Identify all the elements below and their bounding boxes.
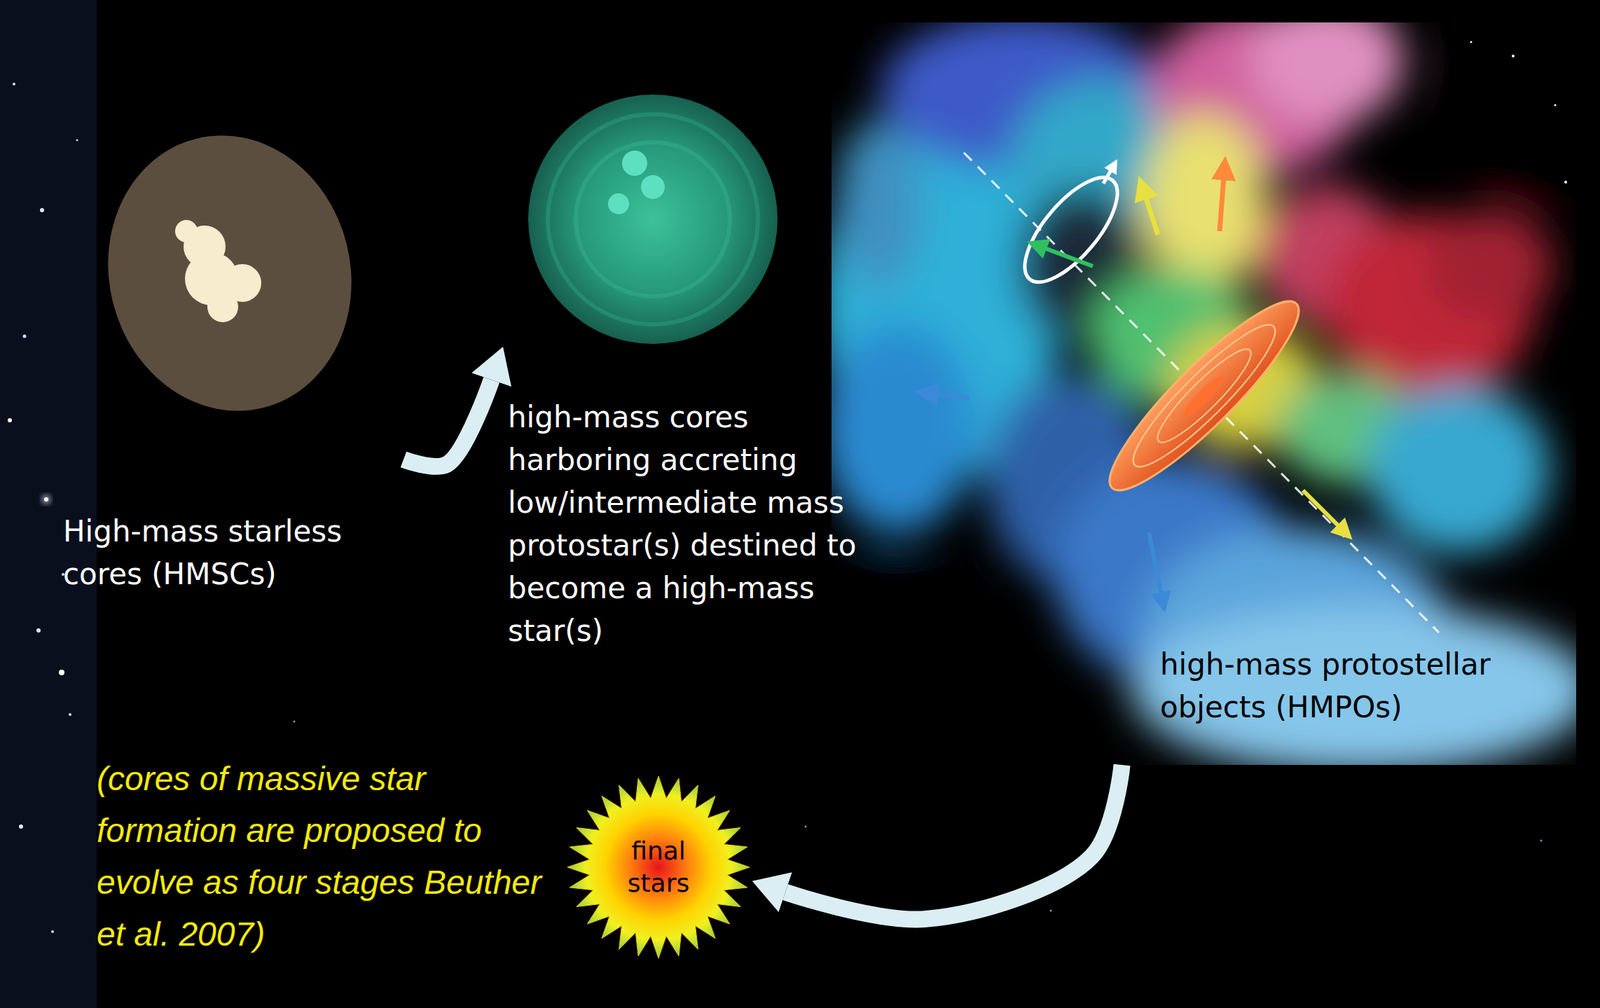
citation-note: (cores of massive star formation are pro… — [96, 753, 560, 961]
starfield — [39, 208, 45, 213]
starfield — [44, 497, 49, 502]
hmpo-illustration — [1091, 283, 1317, 509]
hmpo-illustration — [831, 22, 1577, 765]
hmpo-illustration — [1426, 209, 1554, 322]
hmpo-illustration — [1131, 605, 1577, 765]
hmpo-illustration — [1120, 311, 1289, 480]
starfield — [68, 713, 72, 716]
hmpo-illustration — [1302, 490, 1346, 533]
starfield — [36, 628, 41, 633]
protostar-core-drawing — [528, 94, 778, 344]
protostar-core-drawing — [608, 193, 630, 215]
starfield — [18, 824, 24, 829]
hmpo-illustration — [1249, 22, 1404, 124]
node-text: high-mass cores harboring accreting low/… — [507, 395, 901, 653]
node-text: High-mass starless cores (HMSCs) — [63, 509, 400, 596]
hmpo-illustration — [831, 560, 988, 765]
starfield — [42, 495, 50, 503]
starfield — [293, 720, 296, 723]
hmpo-illustration: high-mass protostellar objects (HMPOs) — [831, 22, 1577, 765]
hmpo-illustration — [1148, 340, 1260, 452]
starfield — [58, 669, 65, 676]
final-star: final stars — [566, 774, 751, 960]
starfield — [51, 930, 54, 934]
hmpo-illustration — [1009, 163, 1133, 297]
protostar-core-drawing — [640, 175, 665, 199]
starless-core-drawing — [207, 291, 239, 323]
flow-arrow — [785, 764, 1122, 920]
hmpo-illustration — [831, 323, 976, 534]
protostar-core-drawing — [575, 142, 730, 297]
hmpo-illustration — [1148, 532, 1163, 603]
protostar-core-drawing — [528, 94, 778, 344]
hmpo-illustration — [963, 152, 1439, 633]
protostar-core-drawing — [547, 114, 758, 325]
starfield — [0, 0, 1543, 1008]
hmpo-illustration — [1141, 112, 1268, 295]
starless-core-drawing — [175, 219, 198, 243]
hmpo-illustration — [1091, 283, 1317, 509]
flow-arrow — [403, 379, 492, 467]
hmpo-illustration — [1511, 54, 1515, 58]
star-burst — [567, 776, 750, 959]
starfield — [76, 139, 79, 142]
hmpo-illustration — [1470, 41, 1473, 44]
hmpo-illustration — [1564, 180, 1568, 184]
hmpo-illustration — [1142, 187, 1158, 235]
starfield — [7, 418, 12, 423]
hmpo-illustration — [831, 22, 1577, 765]
hmpo-illustration — [835, 119, 920, 288]
hmpo-illustration — [1457, 22, 1577, 204]
hmpo-illustration — [1103, 165, 1114, 184]
hmpo-illustration — [1179, 371, 1229, 420]
starfield — [804, 825, 808, 829]
node-text: final stars — [609, 835, 708, 900]
starfield — [12, 82, 16, 86]
starfield — [61, 573, 65, 576]
hmpo-illustration — [1554, 104, 1557, 107]
starless-core: High-mass starless cores (HMSCs) — [63, 126, 404, 603]
hmpo-illustration — [1036, 245, 1093, 267]
starfield — [1050, 909, 1053, 913]
starless-core-drawing — [79, 109, 381, 437]
starfield — [0, 0, 97, 1008]
starfield — [1540, 839, 1543, 843]
hmpo-illustration — [1219, 168, 1225, 232]
protostar-core: high-mass cores harboring accreting low/… — [507, 84, 905, 673]
node-text: high-mass protostellar objects (HMPOs) — [1160, 643, 1570, 729]
hmpo-illustration — [926, 392, 970, 398]
starfield — [23, 334, 27, 339]
hmpo-illustration — [1368, 385, 1551, 554]
protostar-core-drawing — [622, 150, 648, 176]
star-shape — [566, 774, 751, 960]
starless-core-drawing — [79, 109, 381, 437]
